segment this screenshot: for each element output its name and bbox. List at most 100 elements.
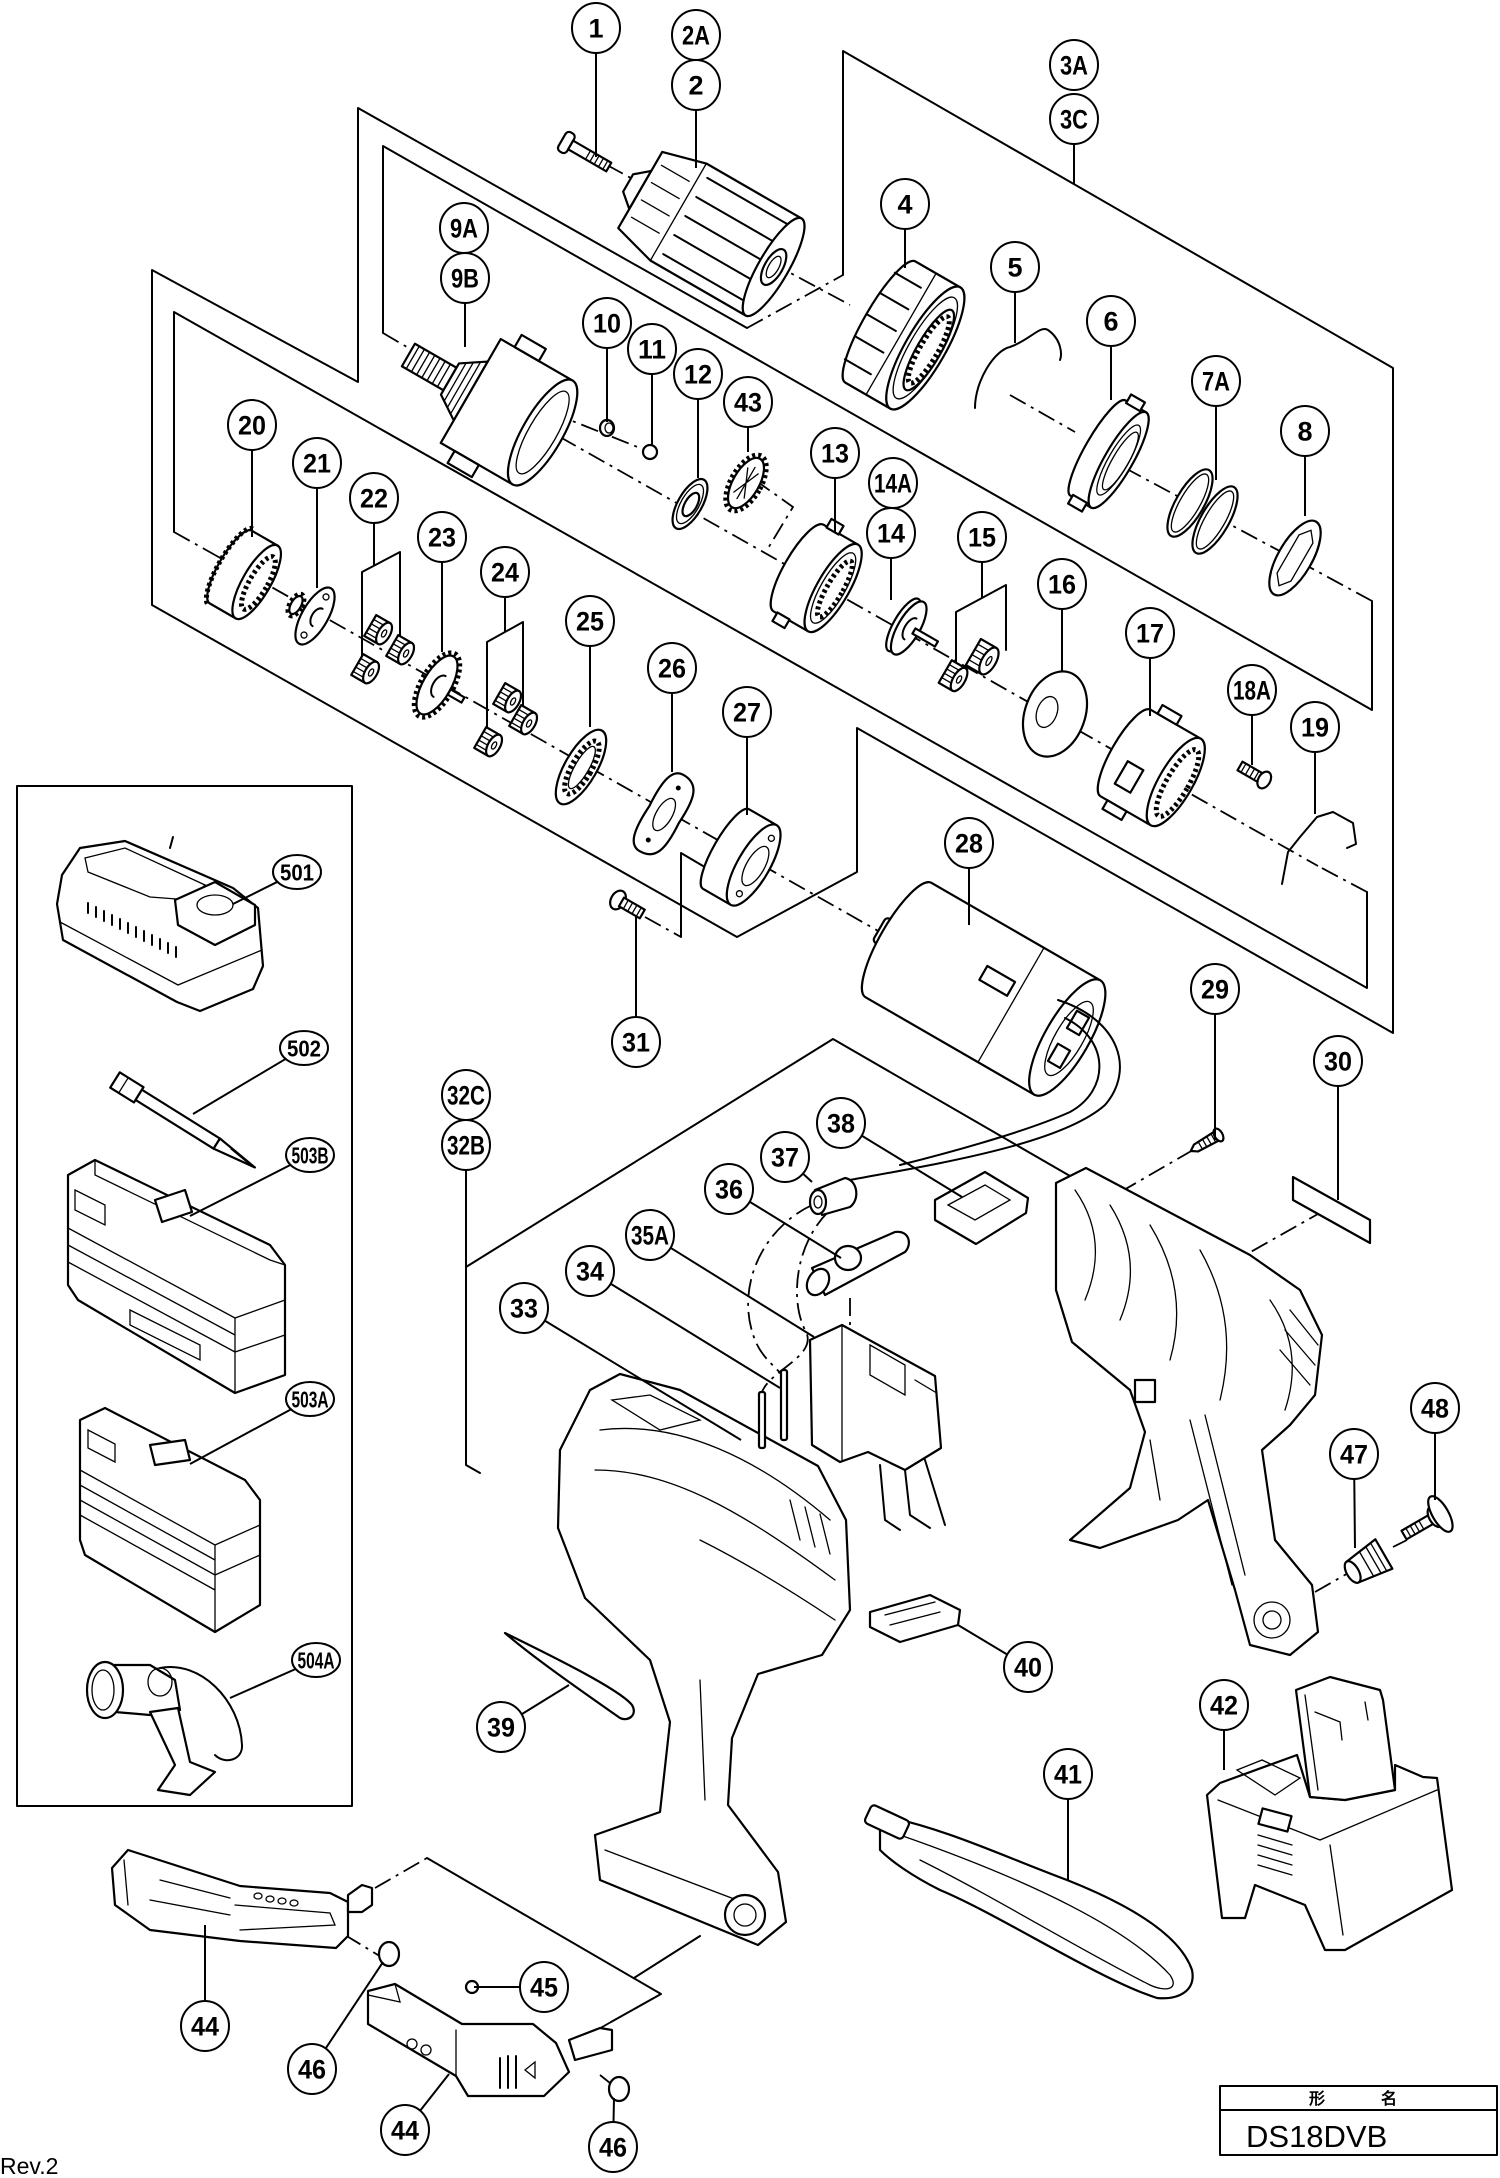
frame-handle-cover	[426, 1857, 701, 2023]
callout-bubble	[1125, 607, 1175, 659]
part-10-pin	[598, 418, 616, 438]
callout-label: 9B	[451, 264, 479, 294]
part-2-chuck	[617, 150, 806, 318]
callout-bubble	[285, 1381, 335, 1417]
callout-bubble	[440, 252, 490, 304]
callout-6: 6	[1086, 295, 1136, 400]
callout-bubble	[944, 817, 994, 869]
callout-bubble	[704, 1163, 754, 1215]
leader-line	[544, 1319, 742, 1441]
callout-label: 44	[191, 2012, 219, 2042]
part-33-pin	[757, 1390, 767, 1450]
bracket-22	[361, 551, 401, 666]
callout-bubble	[723, 376, 773, 428]
callout-label: 504A	[298, 1647, 335, 1673]
part-36-knob	[805, 1230, 910, 1297]
part-5-wire-clip	[974, 328, 1062, 409]
part-504A-flashlight	[85, 1660, 244, 1797]
callout-bubble	[1086, 295, 1136, 347]
callout-1: 1	[571, 2, 621, 157]
callout-501: 501	[232, 854, 322, 905]
callout-9B: 9B	[440, 252, 490, 347]
frame-housing-group	[465, 1038, 1071, 1474]
leader-line	[802, 1172, 813, 1183]
callout-bubble	[1227, 664, 1277, 716]
callout-32C: 32C	[441, 1069, 491, 1121]
leader-line	[749, 1200, 842, 1259]
part-46-nut	[607, 2075, 631, 2103]
part-31-screw	[609, 889, 646, 920]
callout-503B: 503B	[189, 1137, 335, 1217]
callout-16: 16	[1037, 558, 1087, 672]
model-number: DS18DVB	[1246, 2119, 1387, 2154]
part-4-ring-gear	[841, 259, 966, 411]
callout-label: 15	[968, 523, 996, 553]
callout-7A: 7A	[1191, 355, 1241, 480]
callout-label: 35A	[631, 1221, 669, 1251]
callout-28: 28	[944, 817, 994, 925]
callout-503A: 503A	[189, 1381, 335, 1465]
callout-46: 46	[588, 2097, 638, 2173]
callout-label: 42	[1210, 1691, 1238, 1721]
leader-line	[670, 1246, 815, 1338]
callout-42: 42	[1199, 1679, 1249, 1770]
part-35A-switch	[808, 1323, 946, 1531]
callout-bubble	[1313, 1035, 1363, 1087]
callout-44: 44	[180, 1925, 230, 2052]
callout-bubble	[1329, 1428, 1379, 1480]
callout-bubble	[1049, 39, 1099, 91]
callout-label: 1	[588, 14, 603, 44]
callout-bubble	[565, 595, 615, 647]
callout-502: 502	[192, 1030, 329, 1115]
leader-line	[192, 1058, 287, 1115]
callout-bubble	[1199, 1679, 1249, 1731]
part-48-screw	[1400, 1495, 1454, 1541]
callout-label: 503B	[292, 1142, 329, 1168]
callout-label: 502	[287, 1035, 321, 1061]
frame-outer-dash	[746, 274, 844, 329]
part-6-ring-nut	[1067, 393, 1150, 513]
callout-label: 25	[576, 607, 604, 637]
callout-bubble	[180, 2000, 230, 2052]
callout-label: 14	[877, 519, 905, 549]
callout-label: 19	[1301, 713, 1329, 743]
callout-label: 46	[298, 2055, 326, 2085]
callout-bubble	[285, 1137, 335, 1173]
callout-bubble	[588, 2121, 638, 2173]
callout-bubble	[1043, 1748, 1093, 1800]
callout-40: 40	[957, 1624, 1053, 1693]
callout-34: 34	[565, 1245, 781, 1389]
callout-bubble	[816, 1097, 866, 1149]
callout-label: 2A	[682, 21, 710, 51]
callout-label: 46	[599, 2133, 627, 2163]
part-32-housing-right	[1054, 1166, 1324, 1657]
title-block-header-right: 名	[1381, 2089, 1397, 2108]
callout-bubble	[957, 511, 1007, 563]
callout-label: 28	[955, 829, 983, 859]
leader-line	[419, 2073, 450, 2112]
callout-label: 24	[491, 558, 519, 588]
frame-spindle-dash	[382, 332, 1373, 602]
bracket-31	[680, 852, 704, 938]
callout-4: 4	[880, 178, 930, 268]
callout-bubble	[227, 399, 277, 451]
part-11-steel-ball	[641, 443, 659, 461]
part-21-carrier	[285, 586, 336, 646]
callout-bubble	[722, 686, 772, 738]
part-40-plate	[868, 1593, 962, 1644]
callout-bubble	[1190, 963, 1240, 1015]
callout-2A: 2A	[671, 9, 721, 61]
callout-17: 17	[1125, 607, 1175, 716]
leader-line	[610, 1282, 781, 1389]
callout-label: 23	[428, 523, 456, 553]
callout-47: 47	[1329, 1428, 1379, 1549]
part-41-strap	[863, 1804, 1194, 2000]
part-501-charger	[55, 836, 265, 1013]
callout-bubble	[441, 1119, 491, 1171]
callout-bubble	[1290, 701, 1340, 753]
callout-label: 27	[733, 698, 761, 728]
callout-label: 8	[1297, 417, 1312, 447]
callout-36: 36	[704, 1163, 842, 1259]
part-12-washer	[671, 477, 709, 531]
